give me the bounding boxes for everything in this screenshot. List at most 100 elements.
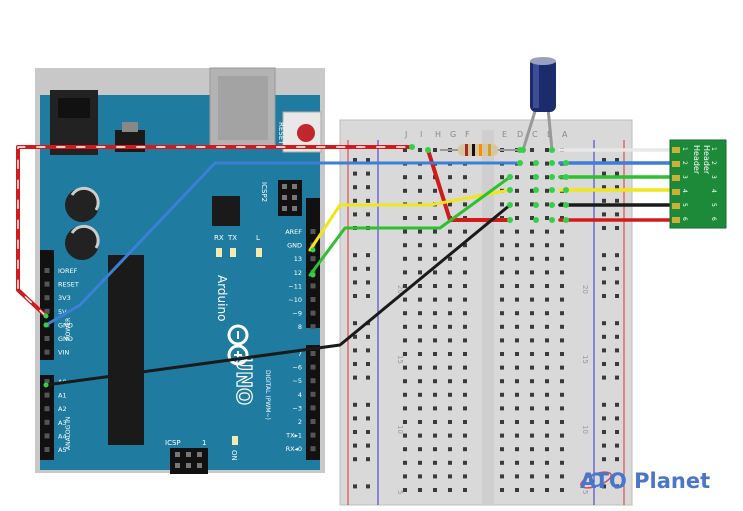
rail-hole — [366, 253, 370, 258]
breadboard-hole — [448, 270, 452, 275]
breadboard-hole — [403, 365, 407, 370]
black-wire-gnd — [44, 203, 512, 387]
icsp-label: ICSP — [165, 439, 181, 447]
breadboard-hole — [515, 420, 519, 424]
reset-button-cap[interactable] — [297, 124, 315, 142]
breadboard-hole — [530, 311, 534, 316]
breadboard-hole — [530, 148, 534, 152]
breadboard-hole — [433, 188, 437, 193]
rail-hole — [615, 253, 619, 258]
rail-hole — [366, 443, 370, 448]
breadboard-hole — [463, 175, 467, 180]
rail-hole — [602, 416, 606, 421]
breadboard-hole — [448, 433, 452, 438]
breadboard-hole — [560, 488, 564, 492]
breadboard-hole — [448, 460, 452, 465]
breadboard-hole — [515, 460, 519, 465]
header-pin-number: 6 — [710, 217, 717, 221]
breadboard-hole — [560, 447, 564, 452]
breadboard-hole — [515, 216, 519, 220]
breadboard-hole — [418, 406, 422, 411]
rail-hole — [366, 375, 370, 380]
breadboard-hole — [418, 392, 422, 397]
breadboard-hole — [403, 324, 407, 329]
breadboard-hole — [530, 161, 534, 166]
header-pin — [310, 283, 316, 289]
breadboard-hole — [530, 433, 534, 438]
breadboard: J I H G F E D C B A 5 10 15 20 5 10 15 2… — [339, 119, 633, 506]
breadboard-hole — [500, 379, 504, 384]
breadboard-hole — [433, 297, 437, 302]
breadboard-hole — [530, 460, 534, 465]
rail-hole — [353, 158, 357, 162]
breadboard-hole — [403, 270, 407, 275]
breadboard-hole — [515, 229, 519, 234]
breadboard-hole — [403, 148, 407, 152]
rail-hole — [615, 375, 619, 380]
breadboard-hole — [530, 352, 534, 356]
rail-hole — [602, 280, 606, 285]
rail-hole — [615, 430, 619, 434]
header-pin — [44, 268, 50, 273]
rail-hole — [366, 185, 370, 190]
pin-label: ~3 — [292, 404, 302, 412]
breadboard-hole — [545, 406, 549, 411]
breadboard-hole — [448, 338, 452, 343]
header-pin — [672, 203, 680, 209]
rail-hole — [353, 334, 357, 339]
row-number-15: 15 — [396, 355, 404, 364]
pin-label: ~10 — [288, 296, 302, 304]
breadboard-hole — [403, 392, 407, 397]
rail-hole — [602, 375, 606, 380]
wires — [16, 145, 674, 387]
breadboard-hole — [500, 420, 504, 424]
breadboard-hole — [433, 392, 437, 397]
breadboard-hole — [433, 406, 437, 411]
breadboard-hole — [545, 311, 549, 316]
header-pin — [44, 379, 50, 384]
icsp-header — [170, 448, 208, 474]
breadboard-hole — [463, 270, 467, 275]
breadboard-hole — [500, 202, 504, 207]
pin-label: ~5 — [292, 377, 302, 385]
breadboard-hole — [560, 311, 564, 316]
rail-hole — [366, 430, 370, 434]
breadboard-hole — [433, 216, 437, 220]
rail-hole — [615, 212, 619, 217]
electrolytic-capacitor — [521, 57, 556, 151]
rail-hole — [615, 348, 619, 353]
breadboard-hole — [418, 420, 422, 424]
breadboard-hole — [403, 447, 407, 452]
l-label: L — [256, 234, 260, 242]
pin-label: ~6 — [292, 364, 302, 372]
board-capacitor-2 — [65, 226, 99, 260]
breadboard-hole — [418, 338, 422, 343]
rail-hole — [353, 443, 357, 448]
breadboard-hole — [545, 270, 549, 275]
breadboard-hole — [560, 229, 564, 234]
pin-label: GND — [287, 242, 302, 250]
breadboard-hole — [515, 270, 519, 275]
header-label-1: Header — [692, 145, 701, 175]
pin-label: 13 — [294, 255, 302, 263]
breadboard-hole — [418, 256, 422, 261]
col-letter-c: C — [532, 130, 538, 139]
pin-label: ~9 — [292, 310, 302, 318]
rail-hole — [366, 362, 370, 366]
breadboard-hole — [463, 420, 467, 424]
breadboard-hole — [560, 474, 564, 479]
header-pin — [44, 447, 50, 452]
pin-label: 7 — [298, 350, 302, 358]
breadboard-hole — [515, 352, 519, 356]
atmega-chip — [108, 255, 144, 445]
rail-hole — [366, 348, 370, 353]
breadboard-hole — [463, 243, 467, 248]
pin-label: 5V — [58, 308, 67, 316]
breadboard-hole — [463, 474, 467, 479]
breadboard-hole — [515, 256, 519, 261]
breadboard-hole — [433, 433, 437, 438]
breadboard-hole — [545, 338, 549, 343]
breadboard-hole — [448, 420, 452, 424]
rail-hole — [615, 198, 619, 203]
